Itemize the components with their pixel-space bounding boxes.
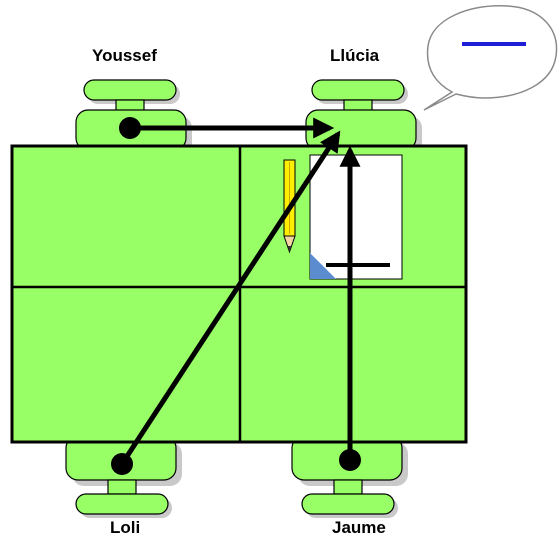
pencil-icon bbox=[283, 159, 296, 254]
chair-loli bbox=[65, 435, 182, 518]
name-label-loli: Loli bbox=[110, 518, 141, 537]
arrows bbox=[111, 117, 361, 475]
name-label-llucia: Llúcia bbox=[330, 46, 380, 65]
paper-sheet-icon bbox=[309, 154, 403, 280]
origin-dot-jaume bbox=[339, 449, 361, 471]
origin-dot-youssef bbox=[119, 117, 141, 139]
name-label-youssef: Youssef bbox=[92, 46, 157, 65]
arrow-loli-to-llucia bbox=[119, 130, 341, 466]
speech-bubble bbox=[423, 5, 558, 111]
origin-dot-loli bbox=[111, 453, 133, 475]
name-label-jaume: Jaume bbox=[332, 518, 386, 537]
